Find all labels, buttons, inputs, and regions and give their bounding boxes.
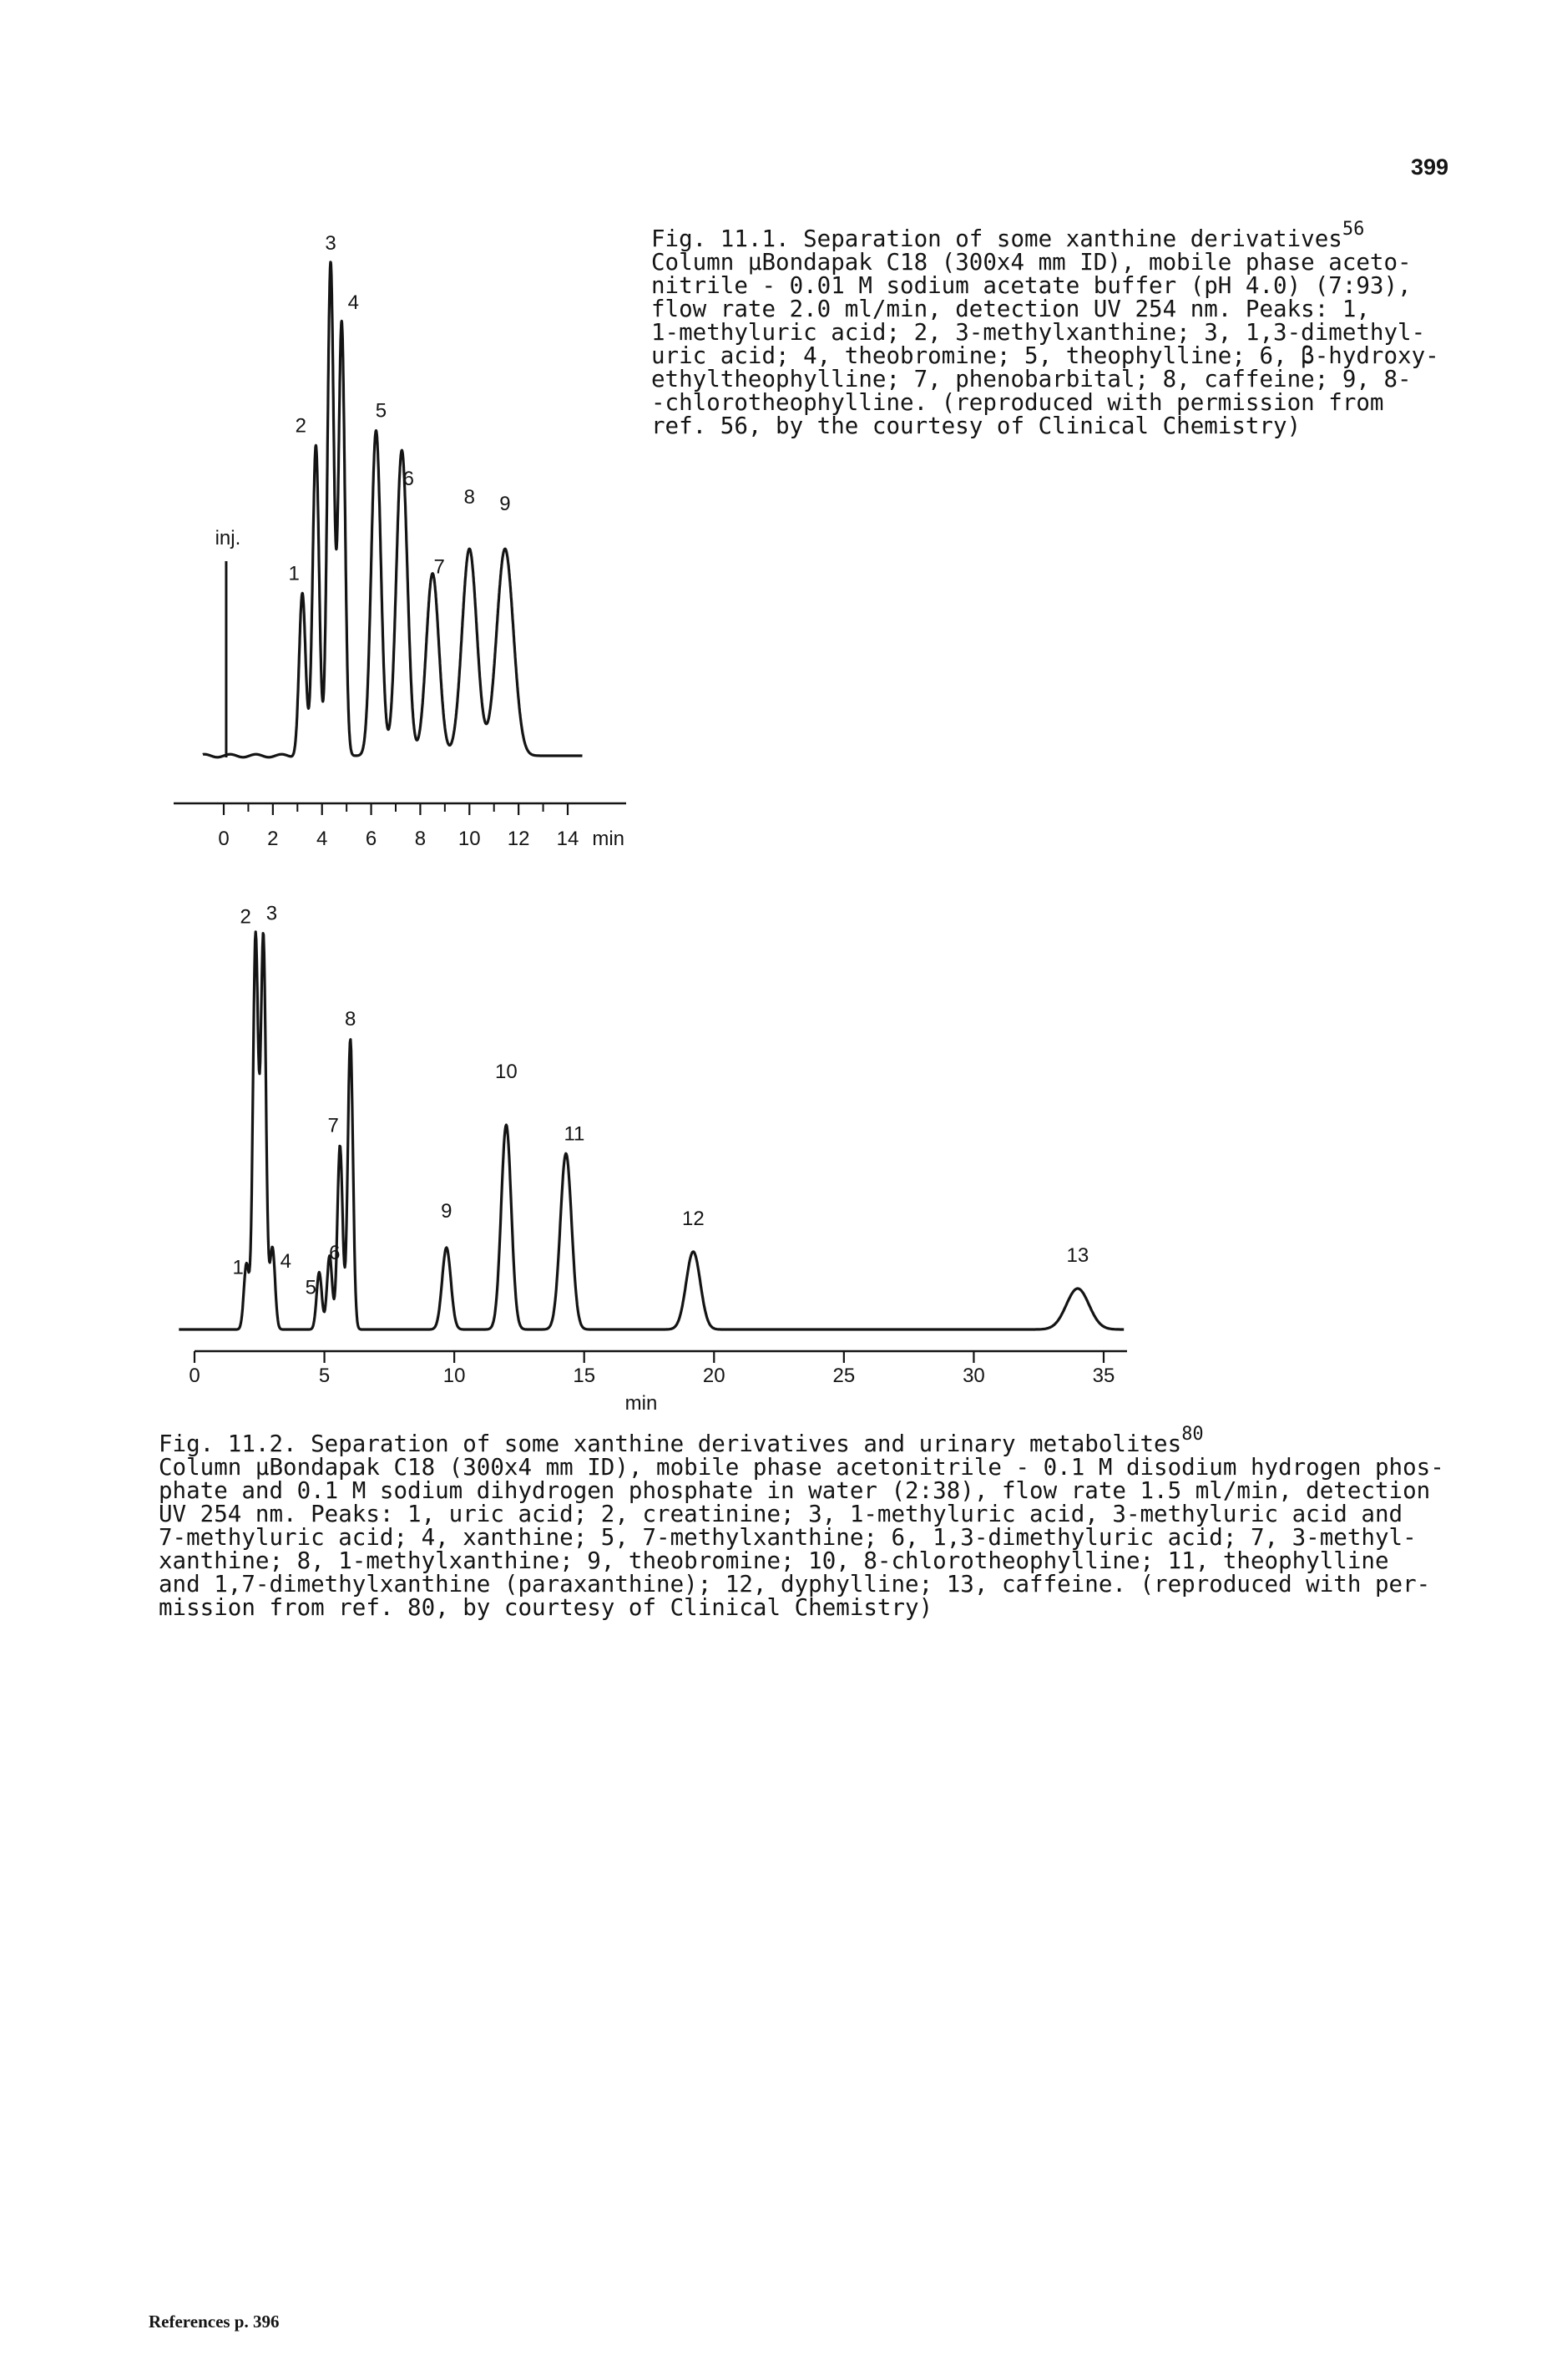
chromatogram-trace <box>201 261 584 759</box>
peak-label-7: 7 <box>433 556 444 579</box>
figure-2-reference: 80 <box>1181 1423 1204 1445</box>
peak-label-9: 9 <box>441 1200 452 1223</box>
peak-label-3: 3 <box>266 903 277 925</box>
x-tick-label: 30 <box>963 1365 985 1387</box>
x-tick-label: 15 <box>573 1365 595 1387</box>
figure-2-caption: Fig. 11.2. Separation of some xanthine d… <box>159 1425 1444 1621</box>
figure-1-caption-body: Column μBondapak C18 (300x4 mm ID), mobi… <box>651 249 1439 439</box>
x-tick-label: 5 <box>319 1365 330 1387</box>
peak-label-3: 3 <box>325 232 336 255</box>
x-tick-label: 8 <box>415 828 426 850</box>
figure-1-reference: 56 <box>1342 218 1365 240</box>
x-tick-label: 4 <box>316 828 327 850</box>
page-number: 399 <box>1411 154 1449 180</box>
peak-label-6: 6 <box>403 468 414 490</box>
figure-2-caption-body: Column μBondapak C18 (300x4 mm ID), mobi… <box>159 1454 1444 1621</box>
peak-label-2: 2 <box>240 906 250 929</box>
x-tick-label: 14 <box>557 828 579 850</box>
x-tick-label: 2 <box>267 828 278 850</box>
x-tick-label: 25 <box>833 1365 856 1387</box>
x-axis-unit-label: min <box>592 828 624 850</box>
x-tick-label: 35 <box>1093 1365 1115 1387</box>
x-tick-label: 0 <box>189 1365 200 1387</box>
peak-label-13: 13 <box>1067 1244 1089 1267</box>
peak-label-6: 6 <box>329 1242 340 1264</box>
peak-label-4: 4 <box>281 1250 291 1273</box>
figure-1-caption: Fig. 11.1. Separation of some xanthine d… <box>651 220 1439 439</box>
references-footer: References p. 396 <box>149 2312 280 2332</box>
peak-label-8: 8 <box>464 486 475 509</box>
peak-label-1: 1 <box>233 1257 244 1279</box>
peak-label-8: 8 <box>345 1008 356 1030</box>
chromatogram-trace <box>178 930 1125 1331</box>
x-tick-label: 10 <box>458 828 481 850</box>
x-tick-label: 12 <box>508 828 530 850</box>
peak-label-5: 5 <box>306 1276 316 1299</box>
peak-label-9: 9 <box>499 493 510 515</box>
peak-label-1: 1 <box>288 562 299 585</box>
x-tick-label: 20 <box>703 1365 725 1387</box>
peak-label-11: 11 <box>564 1122 584 1145</box>
figure-1-caption-lead: Fig. 11.1. Separation of some xanthine d… <box>651 225 1342 252</box>
peak-label-7: 7 <box>328 1115 339 1137</box>
x-axis-label: min <box>625 1392 658 1415</box>
injection-label: inj. <box>215 527 241 549</box>
x-tick-label: 10 <box>443 1365 466 1387</box>
peak-label-4: 4 <box>348 291 359 314</box>
peak-label-5: 5 <box>376 400 387 423</box>
figure-2-caption-lead: Fig. 11.2. Separation of some xanthine d… <box>159 1431 1182 1457</box>
x-tick-label: 0 <box>218 828 229 850</box>
x-tick-label: 6 <box>366 828 377 850</box>
peak-label-2: 2 <box>296 414 306 437</box>
peak-label-12: 12 <box>682 1208 705 1230</box>
peak-label-10: 10 <box>495 1061 518 1083</box>
